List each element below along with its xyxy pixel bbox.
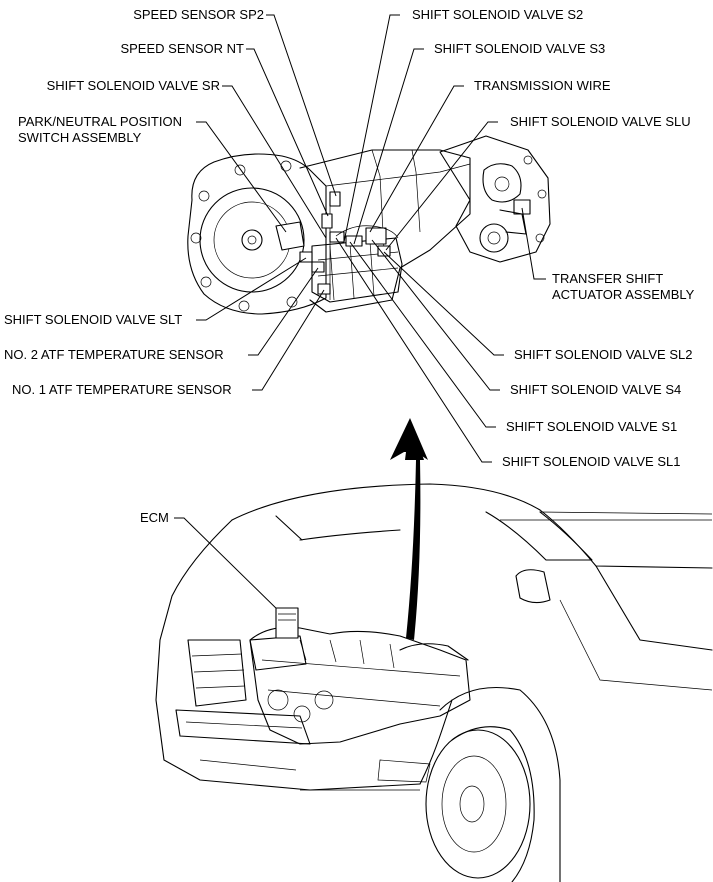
leader-no1-atf-sensor (252, 289, 325, 391)
leader-speed-sensor-sp2 (266, 14, 337, 197)
label-shift-solenoid-valve-sr: SHIFT SOLENOID VALVE SR (46, 78, 220, 93)
leader-transfer-shift-actuator (521, 207, 546, 280)
label-shift-solenoid-valve-s1: SHIFT SOLENOID VALVE S1 (506, 419, 678, 434)
leader-shift-solenoid-s3 (353, 48, 424, 245)
leader-shift-solenoid-sr (222, 85, 327, 239)
label-no1-atf-temperature-sensor: NO. 1 ATF TEMPERATURE SENSOR (12, 382, 232, 397)
label-speed-sensor-sp2: SPEED SENSOR SP2 (133, 7, 264, 22)
label-shift-solenoid-valve-slu: SHIFT SOLENOID VALVE SLU (510, 114, 691, 129)
vehicle-drawing (155, 483, 713, 882)
leader-shift-solenoid-sl2 (383, 251, 504, 356)
label-park-neutral-position-switch: PARK/NEUTRAL POSITION SWITCH ASSEMBLY (18, 114, 182, 145)
leader-shift-solenoid-slt (196, 257, 307, 321)
label-speed-sensor-nt: SPEED SENSOR NT (120, 41, 244, 56)
label-transfer-shift-actuator: TRANSFER SHIFT ACTUATOR ASSEMBLY (552, 271, 695, 302)
leader-park-neutral-switch (196, 121, 287, 233)
label-transmission-wire: TRANSMISSION WIRE (474, 78, 611, 93)
label-shift-solenoid-valve-s4: SHIFT SOLENOID VALVE S4 (510, 382, 682, 397)
leader-shift-solenoid-s4 (371, 239, 500, 391)
leader-transmission-wire (369, 85, 464, 233)
label-no2-atf-temperature-sensor: NO. 2 ATF TEMPERATURE SENSOR (4, 347, 224, 362)
label-shift-solenoid-valve-sl2: SHIFT SOLENOID VALVE SL2 (514, 347, 693, 362)
leader-speed-sensor-nt (246, 48, 329, 217)
label-shift-solenoid-valve-s2: SHIFT SOLENOID VALVE S2 (412, 7, 584, 22)
label-ecm: ECM (140, 510, 169, 525)
leader-lines (174, 14, 546, 617)
leader-shift-solenoid-slu (385, 121, 498, 251)
leader-shift-solenoid-s2 (343, 14, 400, 243)
transmission-assembly-drawing (187, 135, 551, 315)
location-arrow (390, 418, 428, 640)
leader-ecm (174, 517, 285, 617)
label-shift-solenoid-valve-s3: SHIFT SOLENOID VALVE S3 (434, 41, 606, 56)
leader-no2-atf-sensor (248, 267, 319, 356)
label-shift-solenoid-valve-sl1: SHIFT SOLENOID VALVE SL1 (502, 454, 681, 469)
label-shift-solenoid-valve-slt: SHIFT SOLENOID VALVE SLT (4, 312, 183, 327)
leader-shift-solenoid-sl1 (335, 237, 492, 463)
leader-shift-solenoid-s1 (349, 241, 496, 428)
